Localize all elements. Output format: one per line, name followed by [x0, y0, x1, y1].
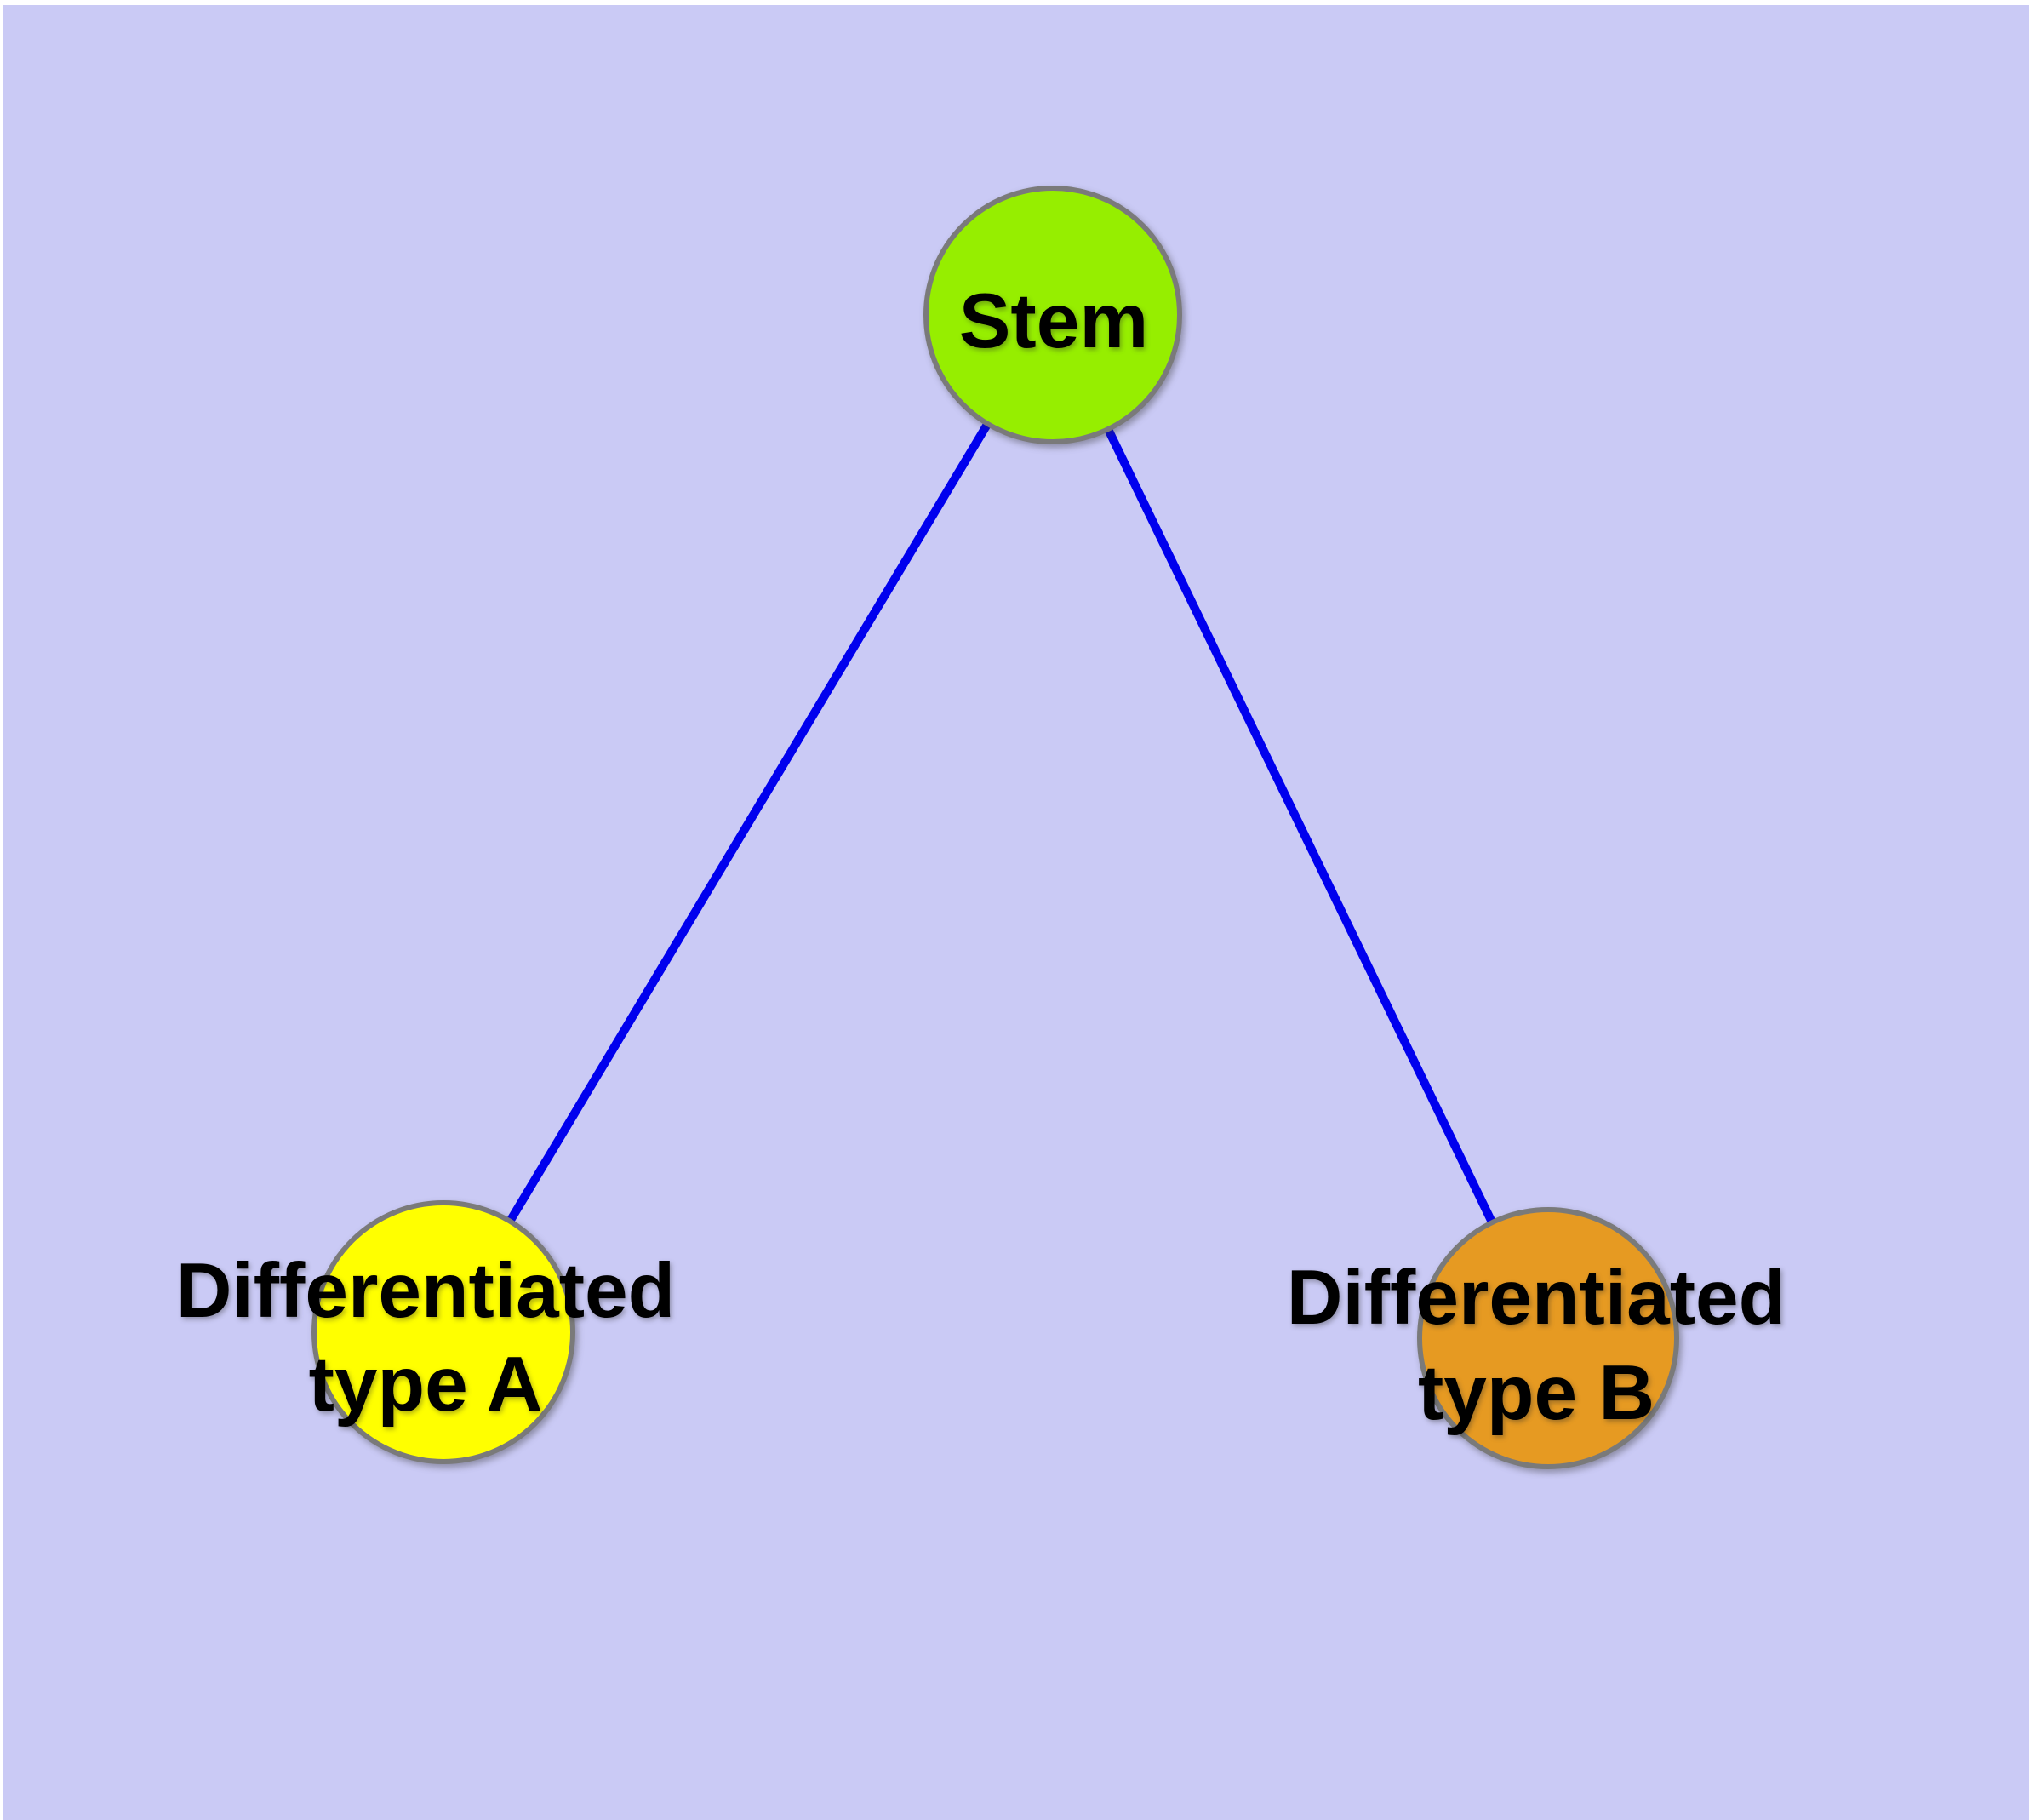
node-differentiated-type-a-label-line-1: Differentiated: [176, 1248, 676, 1334]
node-stem-label: Stem: [959, 278, 1149, 364]
node-stem-label-line-1: Stem: [959, 278, 1149, 364]
node-differentiated-type-b-label-line-1: Differentiated: [1287, 1255, 1786, 1341]
node-differentiated-type-b-label-line-2: type B: [1418, 1350, 1655, 1436]
edges-layer: [439, 312, 1552, 1341]
edge-stem-to-differentiated-type-a: [439, 312, 1057, 1335]
edge-stem-to-differentiated-type-b: [1049, 312, 1552, 1341]
node-differentiated-type-a-label-line-2: type A: [309, 1342, 543, 1428]
node-differentiated-type-a-circle: [311, 1200, 575, 1464]
node-differentiated-type-b-label: Differentiated type B: [1287, 1255, 1786, 1436]
node-differentiated-type-b-circle: [1417, 1207, 1679, 1469]
node-stem-circle: [923, 186, 1182, 444]
